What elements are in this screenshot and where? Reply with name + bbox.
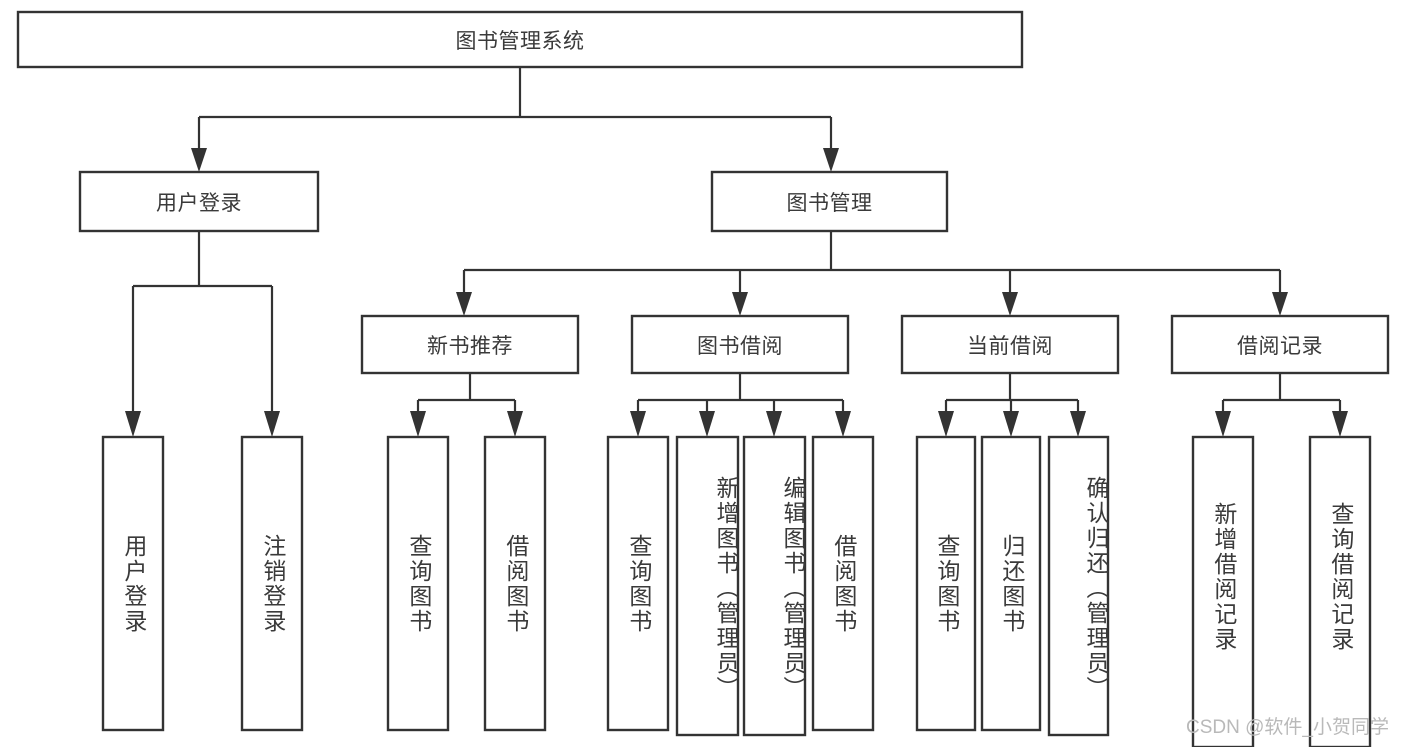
- node-root-book-management-system[interactable]: [16, 10, 1024, 69]
- node-leaf-query-book-3[interactable]: [915, 435, 977, 732]
- connector-root-to-level1: [191, 67, 839, 172]
- node-user-login[interactable]: [78, 170, 320, 233]
- node-leaf-borrow-book-2[interactable]: [811, 435, 875, 732]
- connector-new-book-recommend-to-leaves: [410, 373, 523, 437]
- connector-book-borrow-to-leaves: [630, 373, 851, 437]
- node-leaf-logout-login[interactable]: [240, 435, 304, 732]
- node-new-book-recommend[interactable]: [360, 314, 580, 375]
- node-book-borrow[interactable]: [630, 314, 850, 375]
- node-book-management[interactable]: [710, 170, 949, 233]
- node-leaf-edit-book[interactable]: [742, 435, 807, 737]
- node-leaf-return-book[interactable]: [980, 435, 1042, 732]
- node-leaf-query-record[interactable]: [1308, 435, 1372, 747]
- connector-current-borrow-to-leaves: [938, 373, 1086, 437]
- node-leaf-add-book[interactable]: [675, 435, 740, 737]
- node-current-borrow[interactable]: [900, 314, 1120, 375]
- node-leaf-query-book-2[interactable]: [606, 435, 670, 732]
- node-borrow-record[interactable]: [1170, 314, 1390, 375]
- node-leaf-user-login[interactable]: [101, 435, 165, 732]
- node-leaf-borrow-book-1[interactable]: [483, 435, 547, 732]
- connector-borrow-record-to-leaves: [1215, 373, 1348, 437]
- connector-book-management-to-level2: [456, 231, 1288, 316]
- node-leaf-add-record[interactable]: [1191, 435, 1255, 747]
- node-leaf-query-book-1[interactable]: [386, 435, 450, 732]
- node-leaf-confirm-return[interactable]: [1047, 435, 1110, 737]
- connector-user-login-to-leaves: [125, 231, 280, 437]
